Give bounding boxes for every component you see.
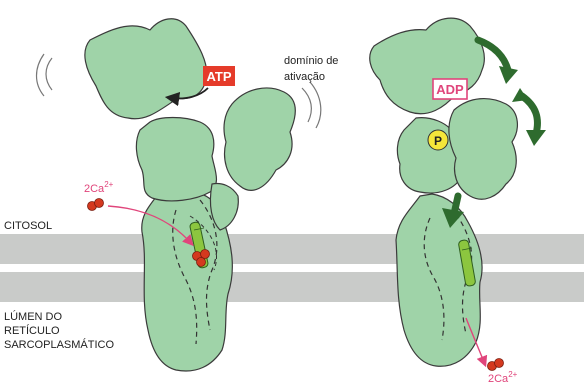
nucleotide-domain-right <box>449 99 517 200</box>
atp-label: ATP <box>206 69 231 84</box>
activation-domain-label-2: ativação <box>284 71 325 83</box>
phosphate-icon: P <box>428 130 448 150</box>
nucleotide-domain-left <box>224 88 295 190</box>
rotation-arrow-head-1 <box>499 66 518 84</box>
adp-badge: ADP <box>433 79 467 99</box>
membrane <box>0 234 584 302</box>
calcium-ion-icon <box>88 199 104 211</box>
calcium-released-right <box>488 359 504 371</box>
membrane-upper-band <box>0 234 584 264</box>
calcium-label-out: 2Ca2+ <box>488 370 518 385</box>
membrane-lower-band <box>0 272 584 302</box>
cytosol-label: CITOSOL <box>4 220 52 232</box>
lumen-label-3: SARCOPLASMÁTICO <box>4 338 114 351</box>
lumen-label-2: RETÍCULO <box>4 324 60 337</box>
phosphorylation-domain-left <box>136 118 216 201</box>
calcium-label-in: 2Ca2+ <box>84 180 114 195</box>
adp-label: ADP <box>436 82 464 97</box>
actuator-domain-left <box>85 19 207 119</box>
rotation-arrow-head-2 <box>526 130 546 146</box>
atp-badge: ATP <box>203 66 235 86</box>
activation-domain-label-1: domínio de <box>284 55 338 67</box>
pump-left <box>85 19 295 371</box>
phosphate-label: P <box>434 134 442 148</box>
lumen-label-1: LÚMEN DO <box>4 310 63 323</box>
